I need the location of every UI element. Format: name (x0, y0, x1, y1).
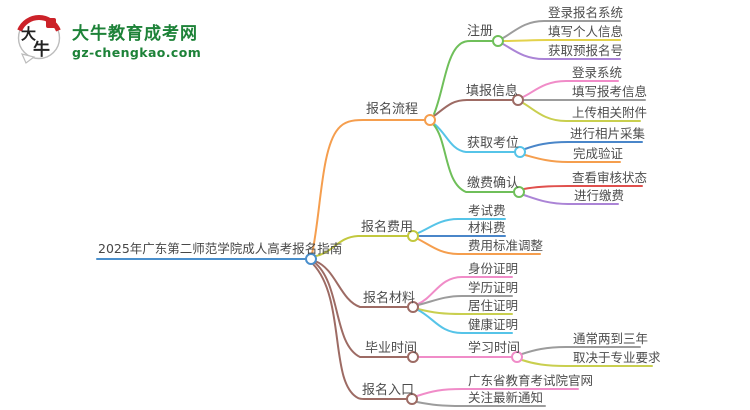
edge-root-to-signup-materials (314, 260, 408, 308)
edge-to-get-exam-seat (432, 122, 515, 153)
node-get-exam-seat-label: 获取考位 (467, 136, 520, 151)
logo-title: 大牛教育成考网 (72, 24, 198, 44)
edge-to-depends-on-major (521, 359, 653, 367)
leaf-identity-proof-label: 身份证明 (468, 261, 519, 276)
logo-bull-icon: 大 牛 (17, 15, 61, 64)
fill-info-dot (512, 94, 524, 106)
edge-to-photo-collection (524, 141, 643, 150)
edge-to-usually-2-3-years (521, 346, 641, 355)
payment-confirmation-dot (513, 186, 525, 198)
leaf-photo-collection-label: 进行相片采集 (570, 126, 646, 141)
edge-to-make-payment (523, 194, 619, 205)
edge-to-register (433, 40, 493, 115)
edge-to-complete-verification (524, 154, 621, 163)
edge-to-education-proof (417, 295, 513, 306)
edge-root-to-graduation-time (313, 261, 408, 358)
leaf-material-fee-label: 材料费 (468, 220, 506, 235)
leaf-depends-on-major-label: 取决于专业要求 (573, 350, 661, 365)
leaf-usually-2-3-years-label: 通常两到三年 (573, 331, 649, 346)
edge-to-fee-adjustment (417, 238, 541, 255)
seal-icon (46, 18, 56, 28)
node-study-duration-label: 学习时间 (468, 341, 521, 356)
logo-char-bottom: 牛 (33, 39, 50, 60)
leaf-education-proof-label: 学历证明 (468, 280, 519, 295)
leaf-residence-proof-label: 居住证明 (468, 298, 519, 313)
node-payment-confirmation-label: 缴费确认 (467, 176, 520, 191)
leaf-fee-adjustment-label: 费用标准调整 (468, 238, 544, 253)
branch-signup-entrance-label: 报名入口 (362, 383, 415, 398)
graduation-time-dot (407, 351, 419, 363)
leaf-check-review-status-label: 查看审核状态 (572, 170, 648, 185)
logo-char-top: 大 (21, 25, 36, 43)
leaf-health-proof-label: 健康证明 (468, 317, 519, 332)
edge-to-health-proof (417, 309, 513, 334)
edge-to-identity-proof (417, 276, 513, 305)
leaf-fill-personal-info-label: 填写个人信息 (548, 24, 624, 39)
leaf-follow-latest-notice-label: 关注最新通知 (468, 390, 544, 405)
leaf-exam-fee-label: 考试费 (468, 203, 506, 218)
leaf-gd-education-exam-website-label: 广东省教育考试院官网 (468, 373, 594, 388)
leaf-login-system-label: 登录系统 (572, 65, 623, 80)
edge-to-payment-confirmation (432, 123, 514, 193)
node-fill-info-label: 填报信息 (466, 84, 519, 99)
speech-tail (20, 53, 36, 64)
leaf-upload-attachments-label: 上传相关附件 (572, 105, 648, 120)
site-logo: 大 牛 大牛教育成考网 gz-chengkao.com (14, 10, 201, 64)
leaf-complete-verification-label: 完成验证 (573, 146, 624, 161)
leaf-fill-application-info-label: 填写报考信息 (572, 84, 648, 99)
leaf-make-payment-label: 进行缴费 (574, 188, 625, 203)
signup-materials-dot (407, 301, 419, 313)
edge-to-check-review-status (523, 185, 643, 190)
edge-to-residence-proof (417, 308, 513, 315)
edge-to-get-pre-signup-number (502, 43, 621, 60)
branch-signup-materials-label: 报名材料 (363, 291, 416, 306)
edge-root-to-signup-fees (315, 235, 408, 257)
leaf-login-signup-system-label: 登录报名系统 (548, 5, 624, 20)
edge-root-to-signup-process (311, 119, 425, 255)
edge-to-fill-info (433, 99, 513, 117)
edge-to-exam-fee (417, 218, 506, 234)
edge-to-login-system (522, 80, 619, 98)
logo-subtitle: gz-chengkao.com (72, 45, 202, 60)
edge-to-login-signup-system (502, 20, 621, 39)
signup-process-dot (424, 114, 436, 126)
signup-fees-dot (407, 230, 419, 242)
branch-signup-process-label: 报名流程 (366, 102, 419, 117)
branch-signup-fees-label: 报名费用 (361, 220, 414, 235)
node-register-label: 注册 (467, 24, 494, 39)
study-duration-dot (511, 351, 523, 363)
root-topic-dot (305, 253, 317, 265)
leaf-get-pre-signup-number-label: 获取预报名号 (548, 43, 624, 58)
signup-entrance-dot (406, 393, 418, 405)
edge-to-upload-attachments (522, 102, 641, 122)
register-dot (492, 35, 504, 47)
get-exam-seat-dot (514, 146, 526, 158)
edge-to-fill-personal-info (503, 39, 621, 42)
edge-root-to-signup-entrance (312, 263, 407, 400)
root-topic-label: 2025年广东第二师范学院成人高考报名指南 (98, 241, 343, 256)
edge-to-gd-education-exam-website (416, 388, 579, 397)
edge-to-follow-latest-notice (416, 401, 546, 407)
branch-graduation-time-label: 毕业时间 (365, 341, 418, 356)
